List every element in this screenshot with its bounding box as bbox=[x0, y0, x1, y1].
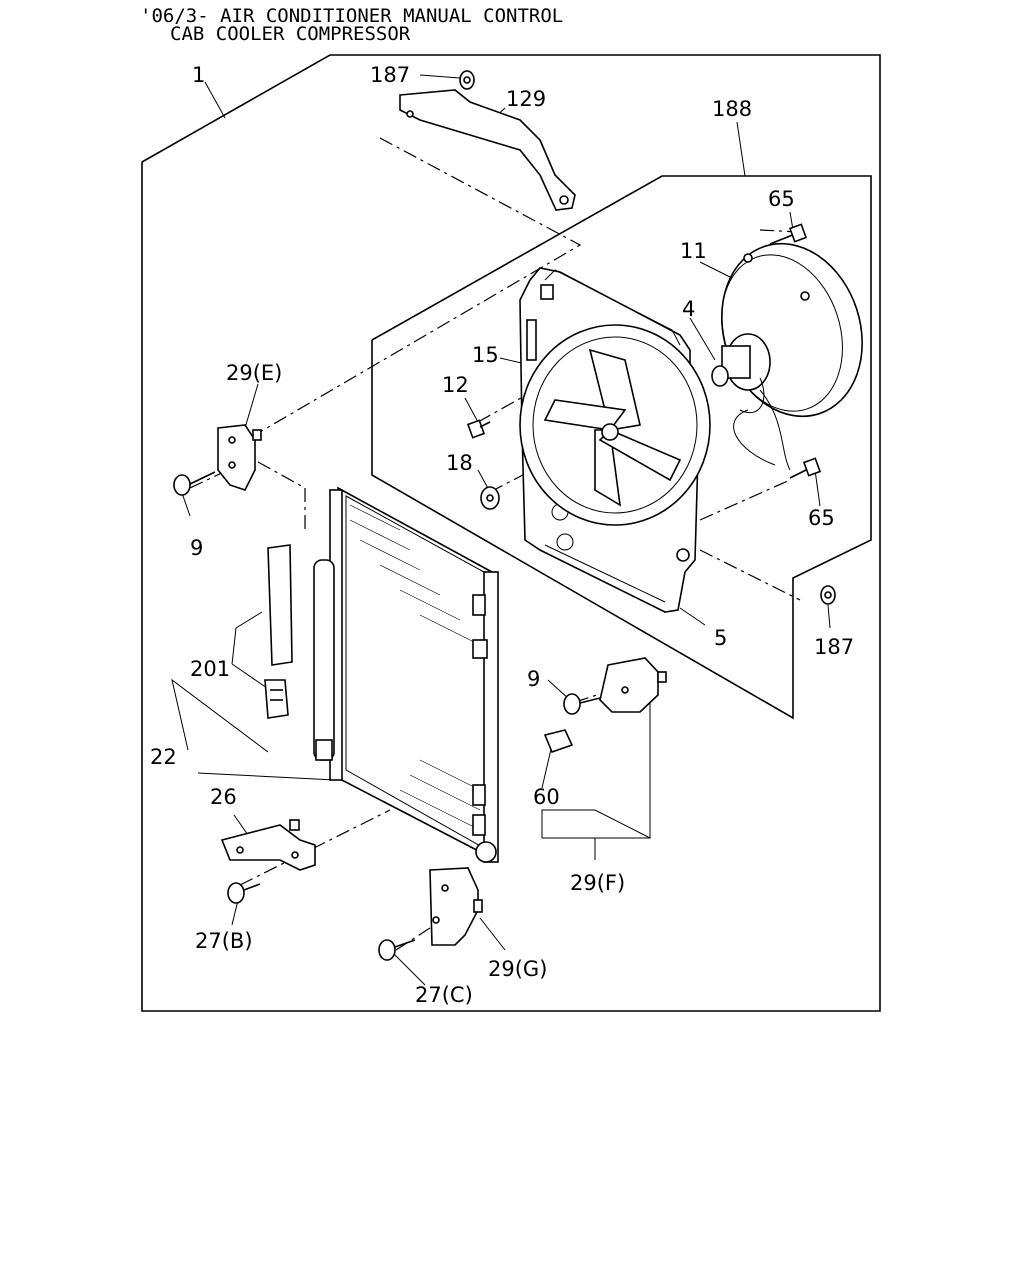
bolt-12 bbox=[466, 419, 491, 439]
callout-29f: 29(F) bbox=[570, 871, 625, 895]
callout-labels: 1 187 129 188 65 11 4 15 12 18 29(E) 9 6… bbox=[150, 63, 854, 1007]
callout-27b: 27(B) bbox=[195, 929, 253, 953]
callout-29g: 29(G) bbox=[488, 957, 547, 981]
callout-129: 129 bbox=[506, 87, 546, 111]
callout-65-top: 65 bbox=[768, 187, 795, 211]
bolt-65-right bbox=[789, 457, 822, 479]
callout-4: 4 bbox=[682, 297, 695, 321]
nut-18 bbox=[480, 486, 500, 510]
bracket-29e bbox=[217, 424, 262, 491]
fan-motor-4 bbox=[711, 333, 791, 471]
callout-9-left: 9 bbox=[190, 536, 203, 560]
callout-22: 22 bbox=[150, 745, 177, 769]
callout-15: 15 bbox=[472, 343, 499, 367]
callout-11: 11 bbox=[680, 239, 707, 263]
fan-group-outline bbox=[371, 175, 872, 720]
diagram-subtitle: CAB COOLER COMPRESSOR bbox=[170, 23, 411, 45]
desiccant-201 bbox=[264, 544, 293, 719]
callout-27c: 27(C) bbox=[415, 983, 473, 1007]
callout-65-right: 65 bbox=[808, 506, 835, 530]
callout-26: 26 bbox=[210, 785, 237, 809]
callout-12: 12 bbox=[442, 373, 469, 397]
assembly-outline bbox=[141, 54, 881, 1012]
fan-blade-15 bbox=[519, 324, 711, 526]
bracket-129 bbox=[399, 89, 576, 211]
callout-29e: 29(E) bbox=[226, 361, 282, 385]
bolt-9-mid bbox=[563, 693, 601, 715]
bracket-29g bbox=[429, 867, 483, 946]
bracket-26 bbox=[220, 819, 316, 871]
bolt-27b bbox=[227, 882, 261, 904]
callout-187-top: 187 bbox=[370, 63, 410, 87]
callout-60: 60 bbox=[533, 785, 560, 809]
callout-201: 201 bbox=[190, 657, 230, 681]
nut-187-top bbox=[459, 70, 475, 90]
bolt-65-top bbox=[769, 223, 808, 245]
receiver-drier bbox=[313, 559, 335, 761]
nut-187-right bbox=[820, 585, 836, 605]
bracket-29f bbox=[599, 657, 667, 713]
bolt-27c bbox=[378, 939, 416, 961]
callout-9-mid: 9 bbox=[527, 667, 540, 691]
fan-motor-cover-11 bbox=[721, 242, 863, 418]
clip-60 bbox=[543, 729, 574, 754]
callout-18: 18 bbox=[446, 451, 473, 475]
callout-5: 5 bbox=[714, 626, 727, 650]
callout-187-right: 187 bbox=[814, 635, 854, 659]
diagram-title: '06/3- AIR CONDITIONER MANUAL CONTROL bbox=[140, 5, 563, 27]
bolt-9-left bbox=[173, 471, 216, 496]
condenser-22 bbox=[329, 486, 499, 863]
callout-188: 188 bbox=[712, 97, 752, 121]
callout-1: 1 bbox=[192, 63, 205, 87]
